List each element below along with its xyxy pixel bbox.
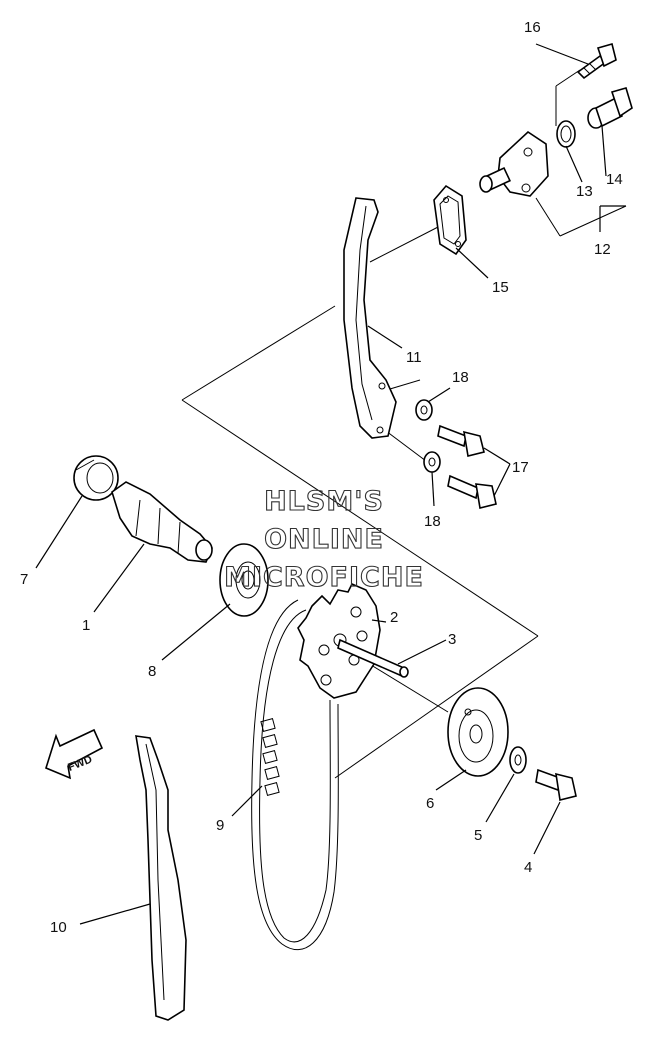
- cam-chain-part-9[interactable]: [251, 599, 339, 951]
- callout-15[interactable]: 15: [492, 279, 509, 296]
- callout-numbers: 16 14 13 12 15 11 18 17 18 7 1 8 2 3 9 1…: [20, 19, 623, 936]
- callout-18-lower[interactable]: 18: [424, 513, 441, 530]
- callout-4[interactable]: 4: [524, 859, 532, 876]
- gasket-plate-part-15[interactable]: [433, 184, 467, 256]
- callout-10[interactable]: 10: [50, 919, 67, 936]
- dowel-pin-part-3[interactable]: [337, 638, 409, 678]
- washer-part-18-upper[interactable]: [415, 399, 433, 421]
- leader-lines: [35, 43, 626, 925]
- callout-17[interactable]: 17: [512, 459, 529, 476]
- callout-11[interactable]: 11: [406, 349, 422, 366]
- callout-8[interactable]: 8: [148, 663, 156, 680]
- callout-1[interactable]: 1: [82, 617, 90, 634]
- chain-links: [260, 718, 280, 796]
- callout-14[interactable]: 14: [606, 171, 623, 188]
- camshaft-part-1[interactable]: [111, 481, 213, 563]
- callout-13[interactable]: 13: [576, 183, 593, 200]
- washer-part-5[interactable]: [509, 746, 527, 774]
- watermark-line-3: MICROFICHE: [224, 562, 424, 593]
- watermark-line-1: HLSM'S: [264, 486, 384, 517]
- callout-16[interactable]: 16: [524, 19, 541, 36]
- bolt-part-4[interactable]: [535, 768, 577, 801]
- callout-9[interactable]: 9: [216, 817, 224, 834]
- watermark: HLSM'S ONLINE MICROFICHE: [224, 485, 424, 593]
- callout-2[interactable]: 2: [390, 609, 398, 626]
- washer-part-18-lower[interactable]: [423, 451, 441, 473]
- chain-guide-part-10[interactable]: [135, 735, 187, 1021]
- cap-bolt-part-14[interactable]: [587, 87, 633, 129]
- callout-7[interactable]: 7: [20, 571, 28, 588]
- decompressor-plate-part-6[interactable]: [447, 687, 509, 777]
- bearing-part-8[interactable]: [219, 543, 269, 617]
- callout-3[interactable]: 3: [448, 631, 456, 648]
- forward-direction-arrow: FWD: [45, 728, 104, 780]
- bolt-part-17-upper[interactable]: [437, 424, 485, 457]
- bolt-part-16[interactable]: [576, 43, 617, 80]
- callout-6[interactable]: 6: [426, 795, 434, 812]
- watermark-line-2: ONLINE: [264, 524, 384, 555]
- callout-18-upper[interactable]: 18: [452, 369, 469, 386]
- chain-guide-part-11[interactable]: [343, 197, 397, 439]
- bolt-part-17-lower[interactable]: [447, 474, 497, 509]
- tensioner-assembly-part-12[interactable]: [479, 130, 627, 237]
- gasket-ring-part-13[interactable]: [556, 120, 576, 148]
- callout-5[interactable]: 5: [474, 827, 482, 844]
- bearing-part-7[interactable]: [73, 455, 119, 501]
- callout-12[interactable]: 12: [594, 241, 611, 258]
